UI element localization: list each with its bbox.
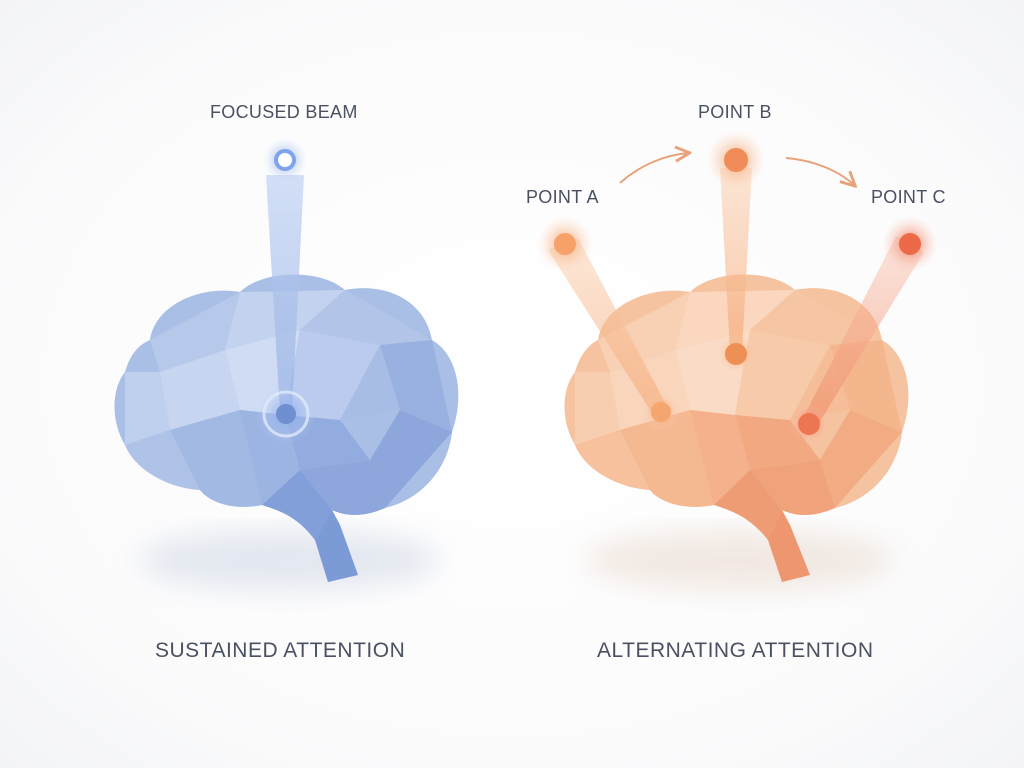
alternating-beams xyxy=(537,130,938,444)
beam-a xyxy=(548,238,668,416)
target-a-dot xyxy=(651,402,671,422)
arrow-b-to-c xyxy=(785,157,854,185)
target-b-dot xyxy=(725,343,747,365)
arrow-a-to-b xyxy=(619,153,688,184)
point-b-dot xyxy=(724,148,748,172)
focus-target-ring xyxy=(262,390,310,438)
focused-beam-label: FOCUSED BEAM xyxy=(210,102,358,122)
target-c-dot xyxy=(798,413,820,435)
point-c-dot xyxy=(899,233,921,255)
point-a-label: POINT A xyxy=(526,187,599,207)
focused-beam xyxy=(256,138,316,444)
point-a-dot xyxy=(554,233,576,255)
beam-source-dot xyxy=(274,149,296,171)
beam-c xyxy=(802,236,924,428)
sustained-attention-caption: SUSTAINED ATTENTION xyxy=(155,639,406,662)
point-c-label: POINT C xyxy=(871,187,946,207)
alternating-attention-caption: ALTERNATING ATTENTION xyxy=(597,639,874,662)
beam-b xyxy=(720,168,752,352)
focus-target-dot xyxy=(276,404,296,424)
point-b-label: POINT B xyxy=(698,102,772,122)
